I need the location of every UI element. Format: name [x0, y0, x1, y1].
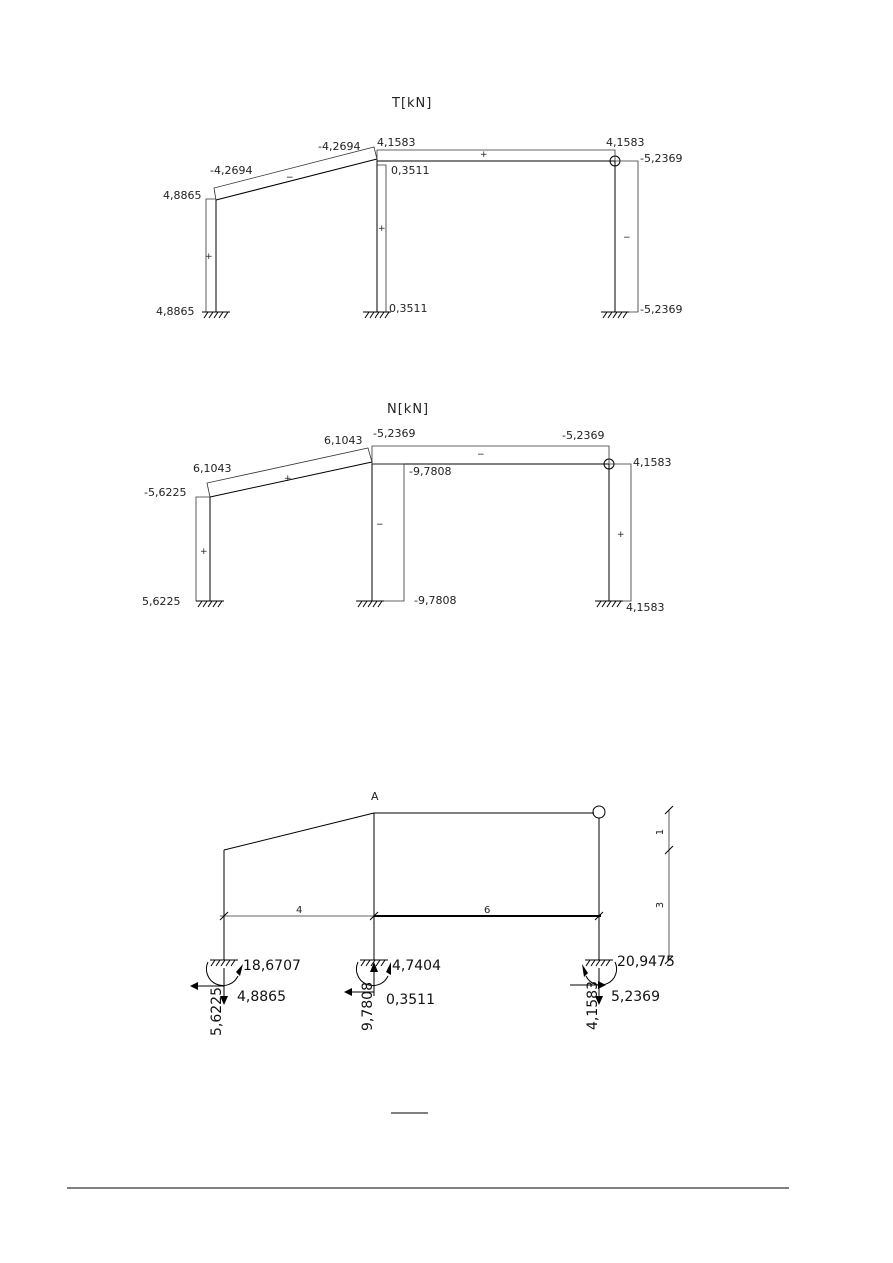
value-label: 4,1583: [606, 136, 645, 149]
sign-label: −: [477, 450, 485, 460]
sign-label: +: [200, 547, 208, 557]
normal-middle-column-diagram: [372, 463, 405, 602]
dimension-tick: [664, 955, 674, 965]
fixed-support-icon: [360, 959, 388, 967]
shear-beam-diagram: [376, 149, 616, 161]
right-horizontal-value: 5,2369: [611, 989, 660, 1005]
left-vertical-value: 5,6225: [209, 987, 225, 1036]
dimension-height-upper: 1: [655, 829, 666, 835]
fixed-support-icon: [595, 600, 623, 608]
shear-middle-column-diagram: [377, 164, 387, 313]
dimension-tick: [664, 845, 674, 855]
value-label: -4,2694: [210, 164, 252, 177]
value-label: -5,2369: [562, 429, 604, 442]
frame-sloped-rafter: [223, 812, 375, 851]
fixed-support-icon: [202, 311, 230, 319]
value-label: -5,6225: [144, 486, 186, 499]
arrow-up-icon: [370, 962, 378, 972]
value-label: -9,7808: [409, 465, 451, 478]
fixed-support-icon: [363, 311, 391, 319]
value-label: -5,2369: [373, 427, 415, 440]
frame-sloped-rafter: [215, 158, 378, 201]
sign-label: −: [286, 173, 294, 183]
hinge-icon: [592, 805, 606, 819]
value-label: -9,7808: [414, 594, 456, 607]
value-label: -5,2369: [640, 303, 682, 316]
value-label: 4,1583: [377, 136, 416, 149]
shear-diagram: T[kN]: [156, 96, 682, 319]
right-moment-value: 20,9475: [617, 954, 675, 970]
moment-arrow-icon: [386, 962, 391, 975]
value-label: 4,1583: [633, 456, 672, 469]
middle-horizontal-value: 0,3511: [386, 992, 435, 1008]
sign-label: +: [480, 150, 488, 160]
value-label: 6,1043: [193, 462, 232, 475]
left-support: 18,6707 4,8865 5,6225: [190, 958, 301, 1036]
dimension-tick: [664, 805, 674, 815]
middle-support: 4,7404 0,3511 9,7808: [344, 958, 441, 1031]
value-label: 0,3511: [391, 164, 430, 177]
arrow-down-icon: [595, 996, 603, 1005]
dimension-span-right: 6: [484, 905, 490, 916]
middle-moment-value: 4,7404: [392, 958, 441, 974]
middle-vertical-value: 9,7808: [360, 982, 376, 1031]
fixed-support-icon: [356, 600, 384, 608]
left-moment-value: 18,6707: [243, 958, 301, 974]
normal-force-diagram: N[kN]: [142, 402, 672, 614]
value-label: -5,2369: [640, 152, 682, 165]
arrow-down-icon: [220, 996, 228, 1005]
moment-arc-icon: [585, 961, 618, 986]
sign-label: +: [378, 224, 386, 234]
normal-diagram-title: N[kN]: [387, 402, 429, 417]
normal-beam-diagram: [371, 445, 610, 464]
moment-arrow-icon: [236, 964, 243, 976]
value-label: 4,1583: [626, 601, 665, 614]
left-horizontal-value: 4,8865: [237, 989, 286, 1005]
arrow-left-icon: [190, 982, 198, 990]
fixed-support-icon: [601, 311, 629, 319]
value-label: 4,8865: [156, 305, 195, 318]
arrow-left-icon: [344, 988, 352, 996]
value-label: 0,3511: [389, 302, 428, 315]
dimension-tick: [219, 911, 229, 921]
shear-diagram-title: T[kN]: [391, 96, 432, 111]
moment-arrow-icon: [582, 964, 588, 977]
reactions-diagram: A 4 6 1 3: [190, 790, 675, 1036]
value-label: -4,2694: [318, 140, 360, 153]
sign-label: +: [284, 474, 292, 484]
right-vertical-value: 4,1583: [585, 981, 601, 1030]
right-support: 20,9475 5,2369 4,1583: [570, 954, 675, 1030]
fixed-support-icon: [210, 959, 238, 967]
sign-label: +: [205, 252, 213, 262]
moment-arc-icon: [355, 961, 389, 987]
fixed-support-icon: [585, 959, 613, 967]
arrow-right-icon: [598, 981, 606, 989]
value-label: 4,8865: [163, 189, 202, 202]
shear-slope-diagram: [213, 146, 378, 201]
frame-sloped-rafter: [209, 461, 373, 498]
sign-label: −: [623, 233, 631, 243]
sign-label: −: [376, 520, 384, 530]
normal-slope-diagram: [206, 447, 373, 498]
moment-arc-icon: [205, 961, 239, 987]
sign-label: +: [617, 530, 625, 540]
dimension-span-left: 4: [296, 905, 302, 916]
node-label: A: [371, 790, 379, 803]
dimension-height-lower: 3: [655, 902, 666, 908]
dimension-tick: [369, 911, 379, 921]
dimension-tick: [594, 911, 604, 921]
value-label: 5,6225: [142, 595, 181, 608]
value-label: 6,1043: [324, 434, 363, 447]
fixed-support-icon: [196, 600, 224, 608]
